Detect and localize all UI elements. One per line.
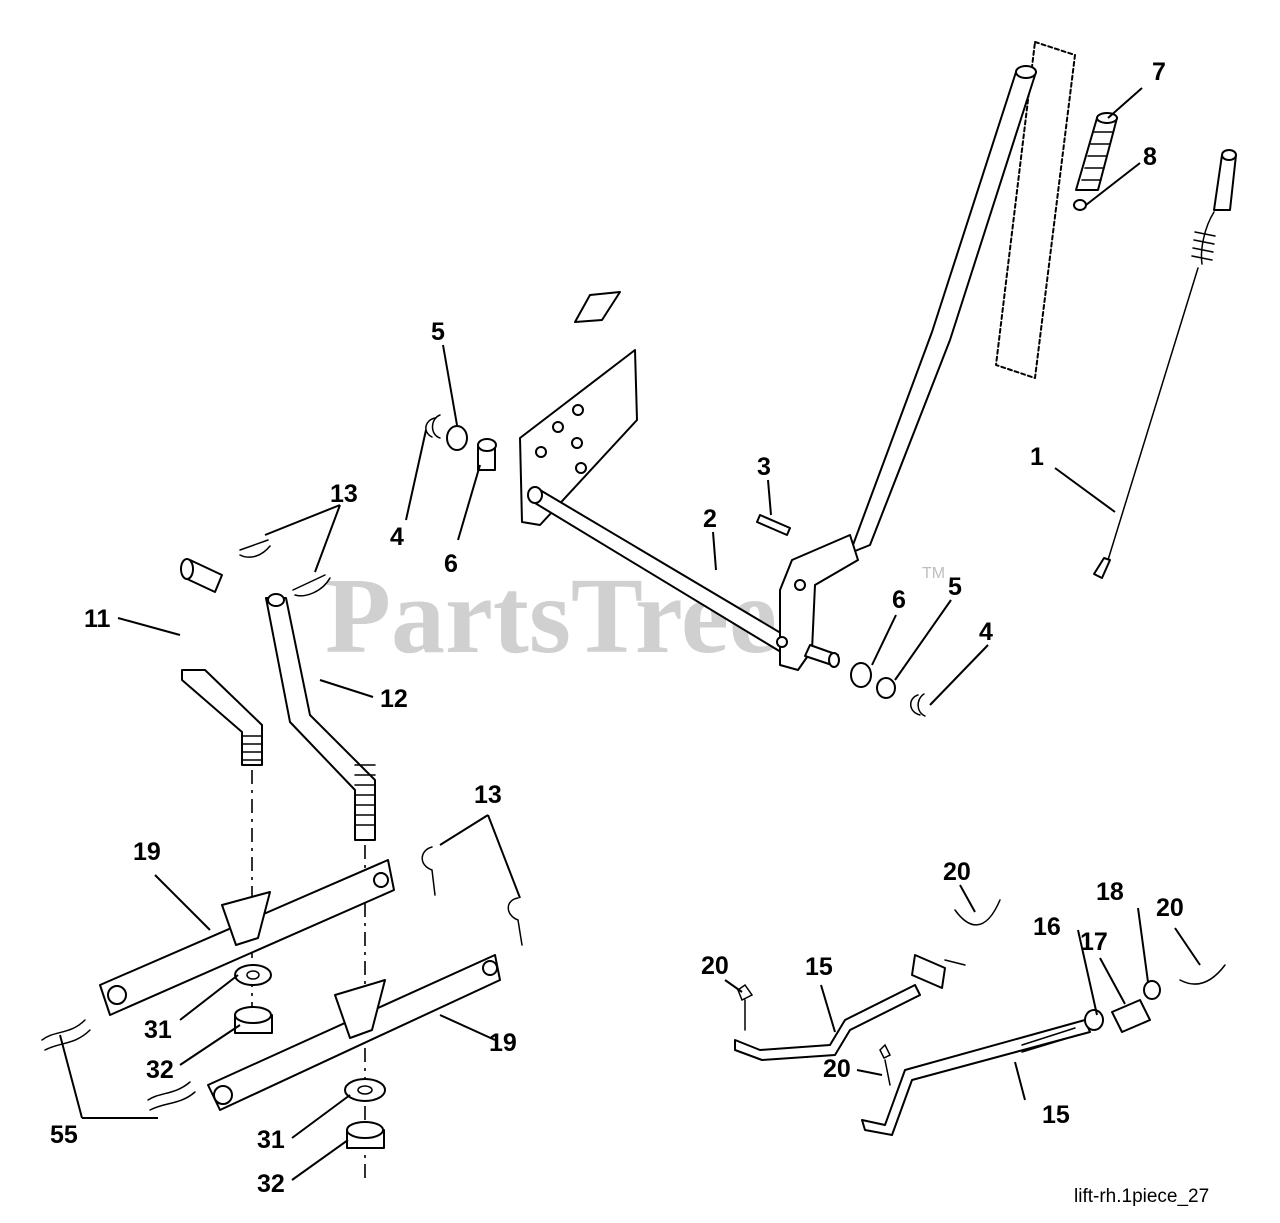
mounting-plate[interactable]: [519, 291, 638, 526]
callout-32-top: 32: [146, 1056, 174, 1084]
callout-13-lower: 13: [474, 781, 502, 809]
clip-20-c[interactable]: [879, 1043, 892, 1086]
nut-32-bottom[interactable]: [346, 1121, 385, 1149]
washer-18[interactable]: [1143, 980, 1161, 1000]
clip-55-b[interactable]: [147, 1081, 196, 1111]
lift-rod-12[interactable]: [265, 593, 376, 841]
bushing-31-bottom[interactable]: [344, 1078, 386, 1102]
callout-5-left: 5: [431, 318, 445, 346]
callout-32-bottom: 32: [257, 1170, 285, 1198]
callout-13-top: 13: [330, 480, 358, 508]
callout-7: 7: [1152, 58, 1166, 86]
callout-15-bottom: 15: [1042, 1101, 1070, 1129]
shaft-end[interactable]: [804, 644, 840, 668]
watermark-text: PartsTree: [325, 557, 777, 676]
clip-13-top-b[interactable]: [292, 574, 331, 597]
button-8[interactable]: [1073, 199, 1087, 211]
watermark-trademark: TM: [922, 565, 945, 582]
lift-handle-sleeve[interactable]: [995, 41, 1076, 379]
callout-6-left: 6: [444, 550, 458, 578]
clip-13-lower-a[interactable]: [421, 846, 436, 896]
callout-11: 11: [84, 605, 111, 633]
washer-5-right[interactable]: [876, 677, 896, 699]
clip-4-left[interactable]: [425, 414, 441, 439]
clip-13-top-a[interactable]: [239, 539, 271, 558]
leader-lines: [59, 87, 1201, 1181]
bearing-6-right[interactable]: [850, 662, 872, 688]
callout-31-bottom: 31: [257, 1126, 285, 1154]
lift-link-15-bottom[interactable]: [861, 1019, 1091, 1136]
clip-20-a[interactable]: [737, 983, 754, 1031]
callout-12: 12: [380, 685, 408, 713]
clip-4-right[interactable]: [910, 693, 926, 717]
bearing-6-left[interactable]: [477, 438, 497, 471]
lift-arm-19-bottom[interactable]: [207, 954, 501, 1111]
clip-20-d[interactable]: [1179, 964, 1226, 985]
callout-16: 16: [1033, 913, 1061, 941]
callout-17: 17: [1080, 928, 1108, 956]
washer-16[interactable]: [1084, 1009, 1104, 1031]
callout-19-top: 19: [133, 838, 161, 866]
lift-link-15-top[interactable]: [734, 954, 966, 1061]
lift-cable-1[interactable]: [1093, 149, 1237, 579]
callout-20-d: 20: [823, 1055, 851, 1083]
callout-20-c: 20: [701, 952, 729, 980]
callout-2: 2: [703, 505, 717, 533]
callout-8: 8: [1143, 143, 1157, 171]
pin-top-left[interactable]: [180, 558, 223, 593]
callout-4-left: 4: [390, 523, 404, 551]
handle-grip[interactable]: [1075, 112, 1118, 191]
callout-20-b: 20: [1156, 894, 1184, 922]
callout-18: 18: [1096, 878, 1124, 906]
clip-13-lower-b[interactable]: [507, 897, 523, 946]
callout-19-bottom: 19: [489, 1029, 517, 1057]
block-17[interactable]: [1111, 999, 1151, 1033]
lift-rod-11[interactable]: [181, 669, 263, 766]
washer-5-left[interactable]: [446, 425, 468, 451]
lift-handle[interactable]: [849, 65, 1037, 554]
callout-labels: 1 2 3 4 4 5 5 6 6 7 8 11 12 13 13 15 15 …: [50, 58, 1184, 1198]
bushing-31-top[interactable]: [234, 964, 272, 986]
callout-1: 1: [1030, 443, 1044, 471]
clip-55-a[interactable]: [41, 1019, 91, 1051]
callout-3: 3: [757, 453, 771, 481]
callout-31-top: 31: [144, 1016, 172, 1044]
diagram-reference: lift-rh.1piece_27: [1074, 1186, 1209, 1207]
callout-55: 55: [50, 1121, 78, 1149]
callout-6-right: 6: [892, 586, 906, 614]
clip-20-b[interactable]: [954, 899, 1001, 926]
lift-arm-19-top[interactable]: [99, 859, 395, 1016]
callout-4-right: 4: [979, 618, 993, 646]
callout-15-top: 15: [805, 953, 833, 981]
callout-20-a: 20: [943, 858, 971, 886]
nut-32-top[interactable]: [234, 1006, 273, 1034]
callout-5-right: 5: [948, 573, 962, 601]
pin-3[interactable]: [756, 514, 791, 536]
